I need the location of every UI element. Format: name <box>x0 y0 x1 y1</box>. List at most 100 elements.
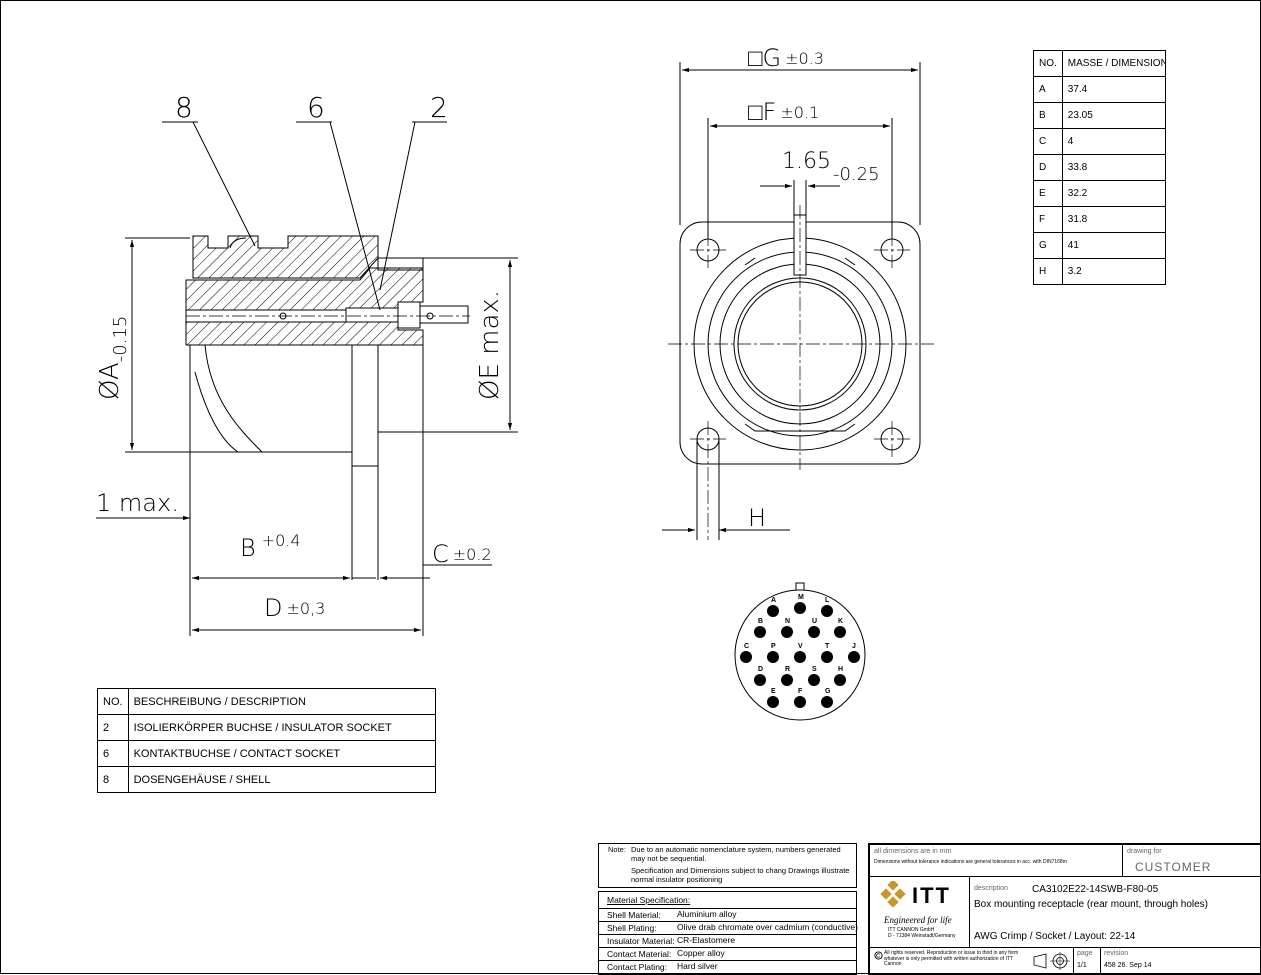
pin-label: U <box>812 618 817 625</box>
table-header-row: NO. MASSE / DIMENSION <box>1033 50 1166 77</box>
pin-label: N <box>785 618 790 625</box>
material-row: Insulator Material:CR-Elastomere <box>599 934 856 948</box>
dim-dia-e: ØE max. <box>475 290 505 400</box>
dim-f: □F±0.1 <box>748 98 819 126</box>
description-cell: description CA3102E22-14SWB-F80-05 Box m… <box>969 876 1261 948</box>
balloon-8: 8 <box>175 91 193 124</box>
contact-pin <box>808 674 820 686</box>
pin-label: J <box>852 643 856 650</box>
row-value: 23.05 <box>1061 102 1166 129</box>
drawing-for-cell: drawing for CUSTOMER <box>1122 844 1261 877</box>
dim-g: □G±0.3 <box>748 44 824 72</box>
tolerance-text: Dimensions without tolerance indications… <box>874 859 1067 865</box>
pin-label: K <box>838 618 843 625</box>
table-header-row: NO. BESCHREIBUNG / DESCRIPTION <box>97 688 437 715</box>
dim-key: 1.65-0.25 <box>782 149 880 185</box>
balloon-2: 2 <box>430 91 448 124</box>
page-cell: page 1/1 <box>1073 947 1101 974</box>
pin-label: B <box>758 618 763 625</box>
dim-one-max: 1 max. <box>96 489 179 517</box>
revision-value: 458 26. Sep 14 <box>1104 962 1152 969</box>
copyright-icon <box>874 951 883 960</box>
contact-pin <box>781 626 793 638</box>
tolerance-cell: all dimensions are in mm Dimensions with… <box>869 844 1123 877</box>
pin-label: V <box>798 643 803 650</box>
table-row: 2 ISOLIERKÖRPER BUCHSE / INSULATOR SOCKE… <box>97 714 437 741</box>
description-label: description <box>974 885 1008 892</box>
row-description: ISOLIERKÖRPER BUCHSE / INSULATOR SOCKET <box>127 714 437 741</box>
contact-pin <box>767 651 779 663</box>
pin-label: R <box>785 666 790 673</box>
pin-label: T <box>825 643 830 650</box>
contact-pin <box>754 626 766 638</box>
header-no: NO. <box>97 688 129 715</box>
dim-dia-a: ØA-0.15 <box>95 316 131 400</box>
company-name: ITT CANNON GmbH <box>888 927 935 933</box>
pin-label: H <box>838 666 843 673</box>
dim-b: B+0.4 <box>240 531 301 562</box>
pin-label: S <box>812 666 817 673</box>
pin-label: E <box>771 688 776 695</box>
description-line-1: Box mounting receptacle (rear mount, thr… <box>974 899 1209 910</box>
material-value: CR-Elastomere <box>677 935 736 945</box>
material-key: Insulator Material: <box>607 936 675 946</box>
row-no: 8 <box>97 766 129 793</box>
rights-text: All rights reserved. Reproduction or iss… <box>884 950 1019 967</box>
contact-pin <box>808 626 820 638</box>
balloon-leaders <box>162 121 447 311</box>
part-number: CA3102E22-14SWB-F80-05 <box>1032 884 1159 895</box>
row-no: 2 <box>97 714 129 741</box>
pin-label: L <box>825 597 830 604</box>
material-value: Hard silver <box>677 961 718 971</box>
revision-label: revision <box>1104 950 1129 957</box>
front-dimension-lines <box>662 62 921 540</box>
row-no: F <box>1033 206 1063 233</box>
pin-label: P <box>771 643 776 650</box>
pin-label: D <box>758 666 763 673</box>
row-no: 6 <box>97 740 129 767</box>
contact-pin <box>848 651 860 663</box>
header-description: BESCHREIBUNG / DESCRIPTION <box>127 688 437 715</box>
pin-label: M <box>798 594 804 601</box>
dim-c: C±0.2 <box>432 540 492 568</box>
contact-pin <box>767 696 779 708</box>
material-key: Shell Material: <box>607 910 661 920</box>
pin-label: G <box>825 688 831 695</box>
balloon-6: 6 <box>307 91 325 124</box>
side-section-view <box>185 235 518 636</box>
dim-d: D±0,3 <box>264 594 325 622</box>
pin-label: A <box>771 597 776 604</box>
logo-text: ITT <box>912 883 951 908</box>
row-no: C <box>1033 128 1063 155</box>
contact-pin <box>834 674 846 686</box>
note-line-1: Due to an automatic nomenclature system,… <box>631 845 841 863</box>
material-value: Aluminium alloy <box>677 909 737 919</box>
projection-symbol-icon <box>1033 952 1070 970</box>
material-key: Contact Plating: <box>607 962 668 972</box>
contact-pin <box>821 605 833 617</box>
row-no: E <box>1033 180 1063 207</box>
row-value: 37.4 <box>1061 76 1166 103</box>
page-value: 1/1 <box>1077 962 1087 969</box>
tagline: Engineered for life <box>884 915 952 925</box>
dims-in-text: all dimensions are in mm <box>874 848 952 855</box>
note-label: Note: <box>608 845 626 854</box>
row-no: H <box>1033 258 1063 285</box>
row-value: 31.8 <box>1061 206 1166 233</box>
material-row: Contact Material:Copper alloy <box>599 947 856 961</box>
contact-pin <box>821 651 833 663</box>
drawing-for-value: CUSTOMER <box>1135 860 1212 874</box>
contact-pin <box>767 605 779 617</box>
contact-pin <box>794 602 806 614</box>
material-row: Shell Material: Aluminium alloy <box>599 908 856 922</box>
note-box: Note: Due to an automatic nomenclature s… <box>598 843 857 888</box>
row-value: 32.2 <box>1061 180 1166 207</box>
table-row: 8 DOSENGEHÄUSE / SHELL <box>97 766 437 793</box>
